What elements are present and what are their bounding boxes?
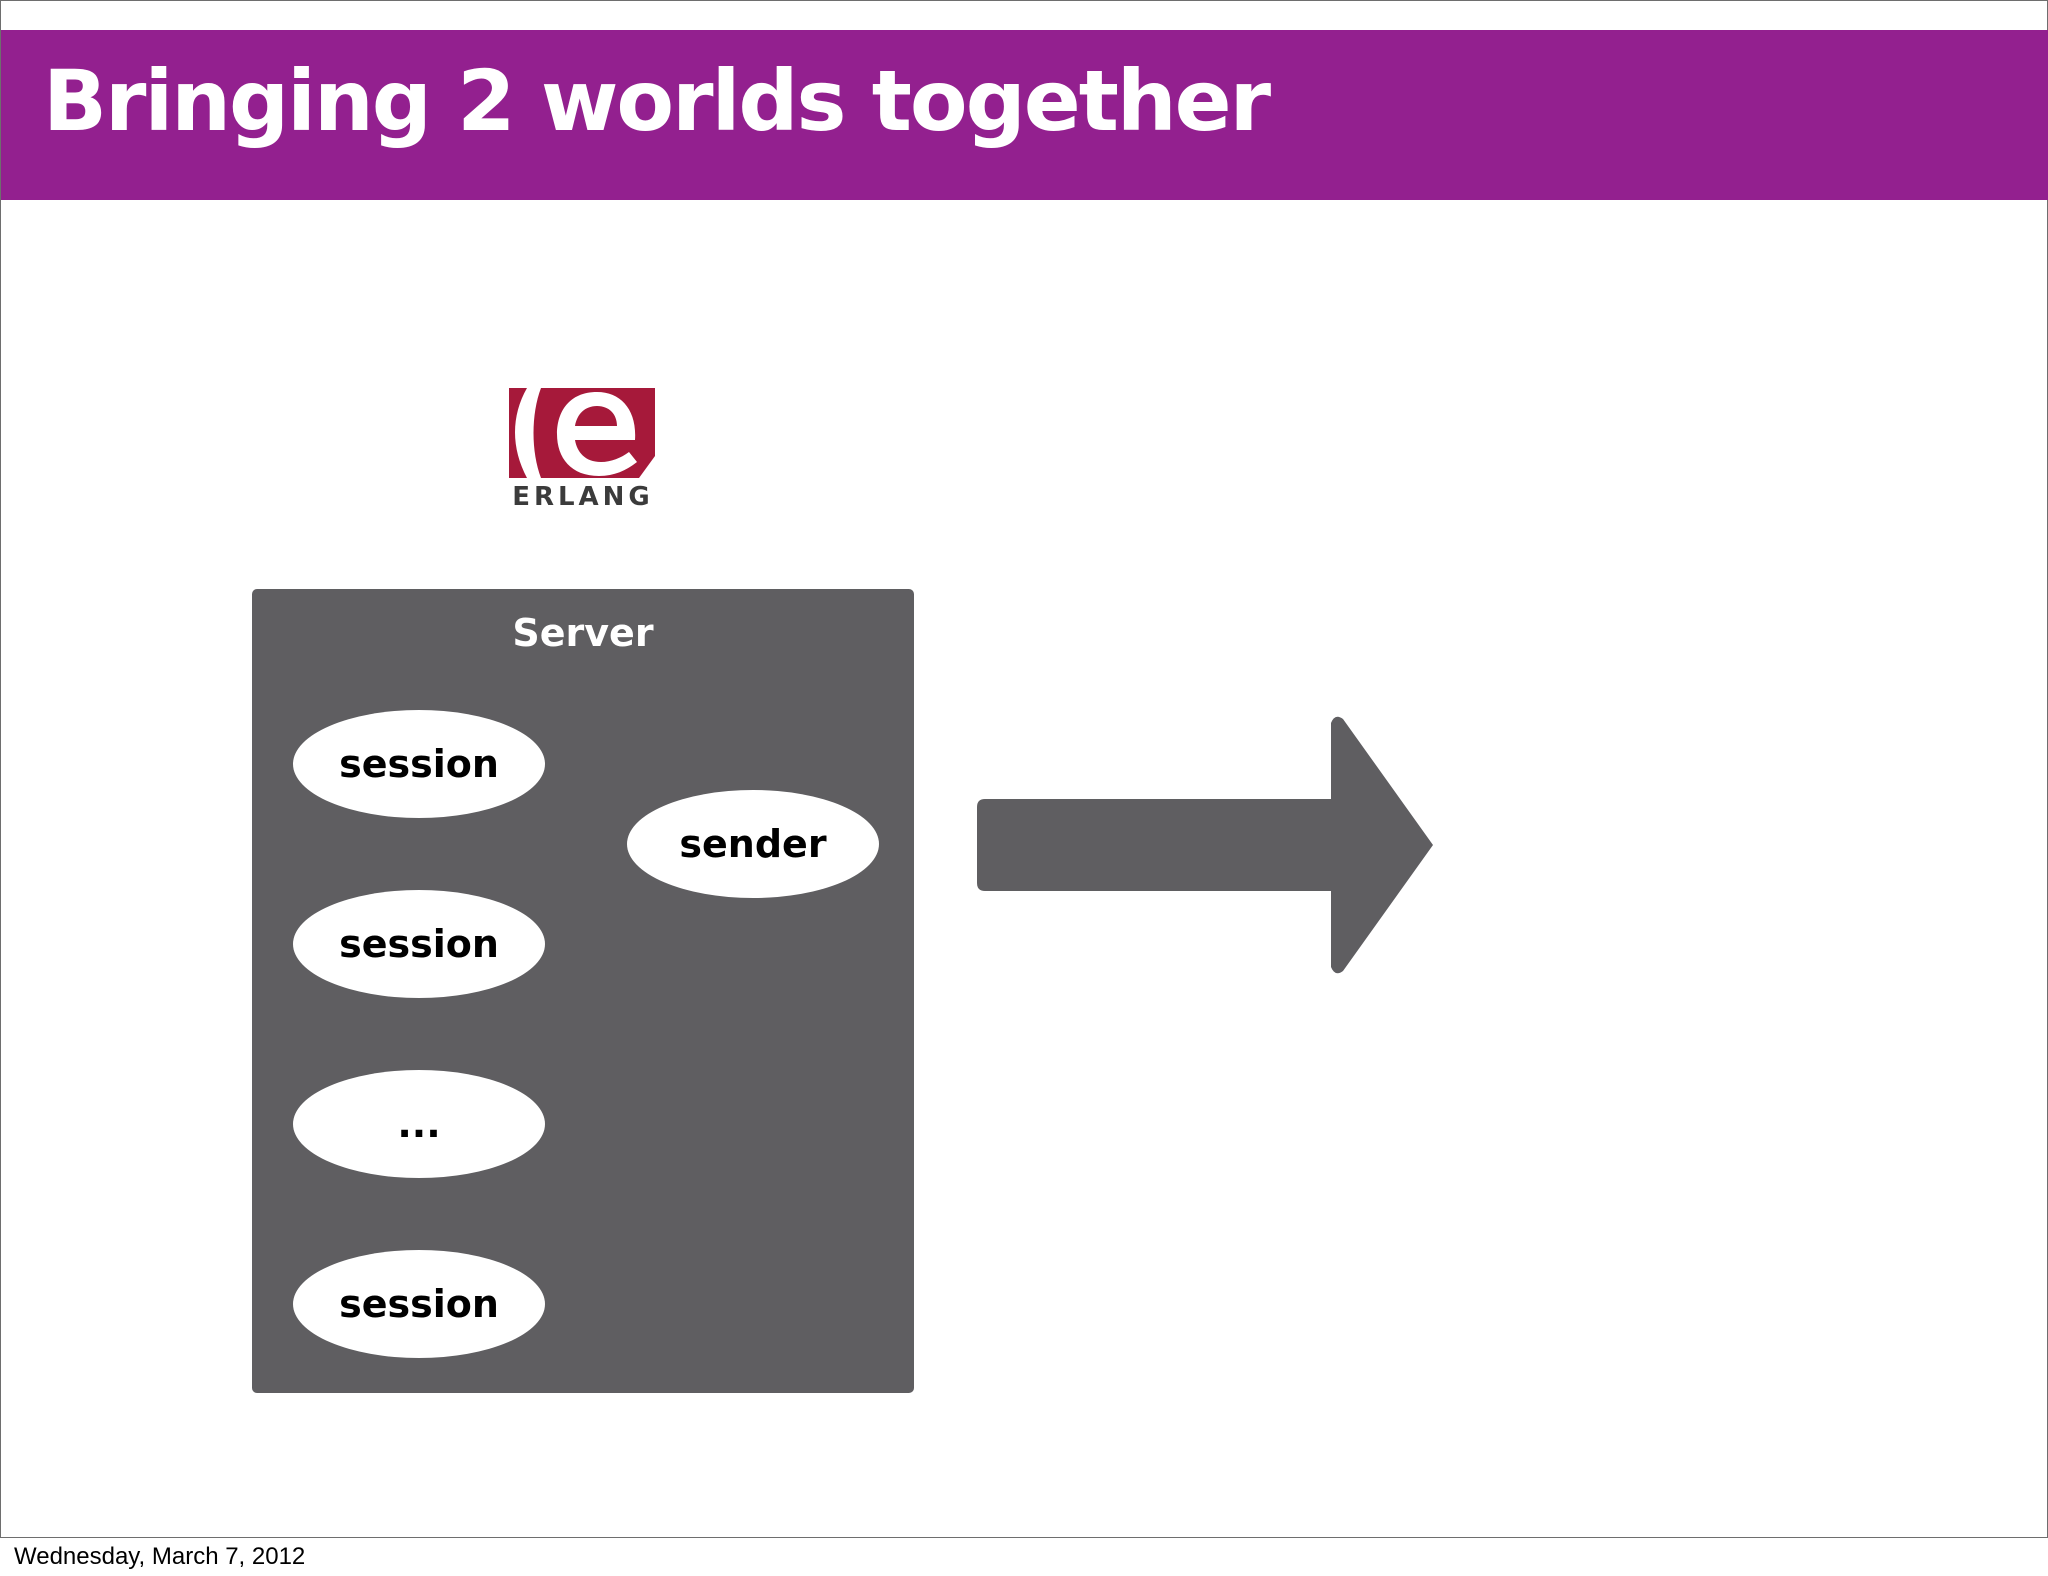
session-node: session: [293, 1250, 545, 1358]
erlang-logo: ERLANG: [509, 386, 657, 512]
footer-date: Wednesday, March 7, 2012: [14, 1543, 306, 1570]
right-arrow-icon: [977, 713, 1437, 977]
slide-title: Bringing 2 worlds together: [43, 52, 1271, 150]
erlang-logo-icon: [509, 388, 655, 478]
erlang-logo-text: ERLANG: [512, 482, 654, 512]
session-node: session: [293, 710, 545, 818]
ellipsis-node: ...: [293, 1070, 545, 1178]
title-bar: [1, 30, 2048, 200]
session-node: session: [293, 890, 545, 998]
server-label: Server: [512, 611, 654, 655]
slide: Bringing 2 worlds together ERLANG Server…: [0, 0, 2048, 1538]
server-box: Server session sender session ... sessio…: [252, 589, 914, 1393]
sender-node: sender: [627, 790, 879, 898]
